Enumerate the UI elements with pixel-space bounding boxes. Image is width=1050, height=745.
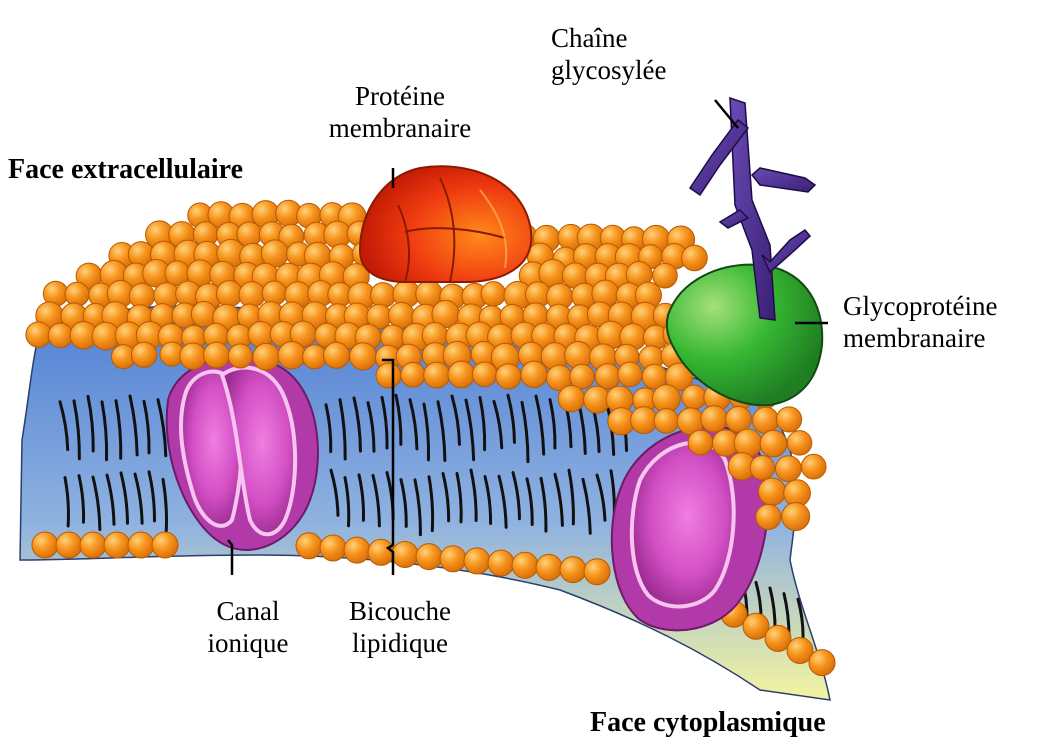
phospholipid-head — [809, 650, 835, 676]
phospholipid-head — [756, 504, 781, 529]
phospholipid-head — [750, 455, 774, 479]
phospholipid-head — [560, 557, 586, 583]
phospholipid-head — [464, 548, 490, 574]
phospholipid-head — [180, 343, 206, 369]
label-chaine-glycosylee: Chaîne glycosylée — [551, 22, 666, 86]
phospholipid-head — [472, 362, 497, 387]
phospholipid-head — [618, 362, 642, 386]
phospholipid-head — [726, 406, 752, 432]
phospholipid-head — [368, 539, 394, 565]
phospholipid-head — [239, 282, 265, 308]
label-chaine-line1: Chaîne — [551, 22, 666, 54]
phospholipid-head — [775, 456, 801, 482]
phospholipid-head — [278, 341, 306, 369]
phospholipid-head — [595, 364, 620, 389]
phospholipid-head — [512, 552, 538, 578]
phospholipid-head — [228, 344, 252, 368]
phospholipid-head — [701, 406, 727, 432]
phospholipid-head — [320, 535, 346, 561]
phospholipid-head — [536, 554, 562, 580]
phospholipid-head — [787, 431, 812, 456]
phospholipid-head — [801, 454, 826, 479]
phospholipid-head — [682, 245, 708, 271]
label-canal-ionique: Canal ionique — [188, 595, 308, 659]
phospholipid-head — [216, 281, 242, 307]
label-proteine-line2: membranaire — [300, 112, 500, 144]
phospholipid-head — [631, 407, 658, 434]
phospholipid-head — [344, 537, 370, 563]
phospholipid-head — [424, 362, 450, 388]
phospholipid-head — [440, 546, 466, 572]
phospholipid-head — [56, 532, 82, 558]
label-glycoproteine-line1: Glycoprotéine — [843, 290, 997, 322]
phospholipid-head — [26, 322, 51, 347]
phospholipid-head — [324, 342, 350, 368]
phospholipid-head — [584, 559, 610, 585]
label-bicouche-line1: Bicouche — [330, 595, 470, 627]
phospholipid-head — [488, 550, 514, 576]
label-proteine-line1: Protéine — [300, 80, 500, 112]
phospholipid-head — [262, 281, 286, 305]
phospholipid-head — [152, 532, 178, 558]
phospholipid-head — [734, 429, 762, 457]
phospholipid-head — [760, 430, 787, 457]
phospholipid-head — [758, 478, 785, 505]
phospholipid-head — [688, 430, 713, 455]
phospholipid-head — [392, 541, 418, 567]
phospholipid-head — [32, 532, 58, 558]
phospholipid-head — [303, 345, 327, 369]
phospholipid-head — [371, 283, 396, 308]
phospholipid-head — [204, 342, 230, 368]
phospholipid-head — [496, 364, 521, 389]
label-canal-line2: ionique — [188, 627, 308, 659]
label-bicouche-lipidique: Bicouche lipidique — [330, 595, 470, 659]
phospholipid-head — [65, 282, 89, 306]
phospholipid-head — [481, 282, 506, 307]
phospholipid-head — [131, 342, 156, 367]
phospholipid-head — [48, 323, 72, 347]
phospholipid-head — [776, 407, 801, 432]
phospholipid-head — [80, 532, 106, 558]
phospholipid-head — [104, 532, 130, 558]
phospholipid-head — [448, 361, 475, 388]
label-glycoproteine-membranaire: Glycoprotéine membranaire — [843, 290, 997, 354]
phospholipid-head — [416, 544, 442, 570]
label-face-extracellulaire: Face extracellulaire — [8, 154, 243, 186]
phospholipid-head — [558, 385, 584, 411]
phospholipid-head — [376, 363, 401, 388]
phospholipid-head — [349, 343, 376, 370]
label-chaine-line2: glycosylée — [551, 54, 666, 86]
phospholipid-head — [128, 532, 154, 558]
phospholipid-head — [253, 343, 280, 370]
label-glycoproteine-line2: membranaire — [843, 322, 997, 354]
label-proteine-membranaire: Protéine membranaire — [300, 80, 500, 144]
label-bicouche-line2: lipidique — [330, 627, 470, 659]
label-canal-line1: Canal — [188, 595, 308, 627]
label-face-cytoplasmique: Face cytoplasmique — [590, 707, 826, 739]
phospholipid-head — [521, 361, 547, 387]
phospholipid-head — [753, 407, 779, 433]
phospholipid-head — [682, 385, 706, 409]
phospholipid-head — [401, 362, 426, 387]
phospholipid-head — [782, 503, 810, 531]
membrane-protein — [360, 166, 531, 282]
phospholipid-head — [296, 533, 322, 559]
phospholipid-head — [654, 409, 679, 434]
